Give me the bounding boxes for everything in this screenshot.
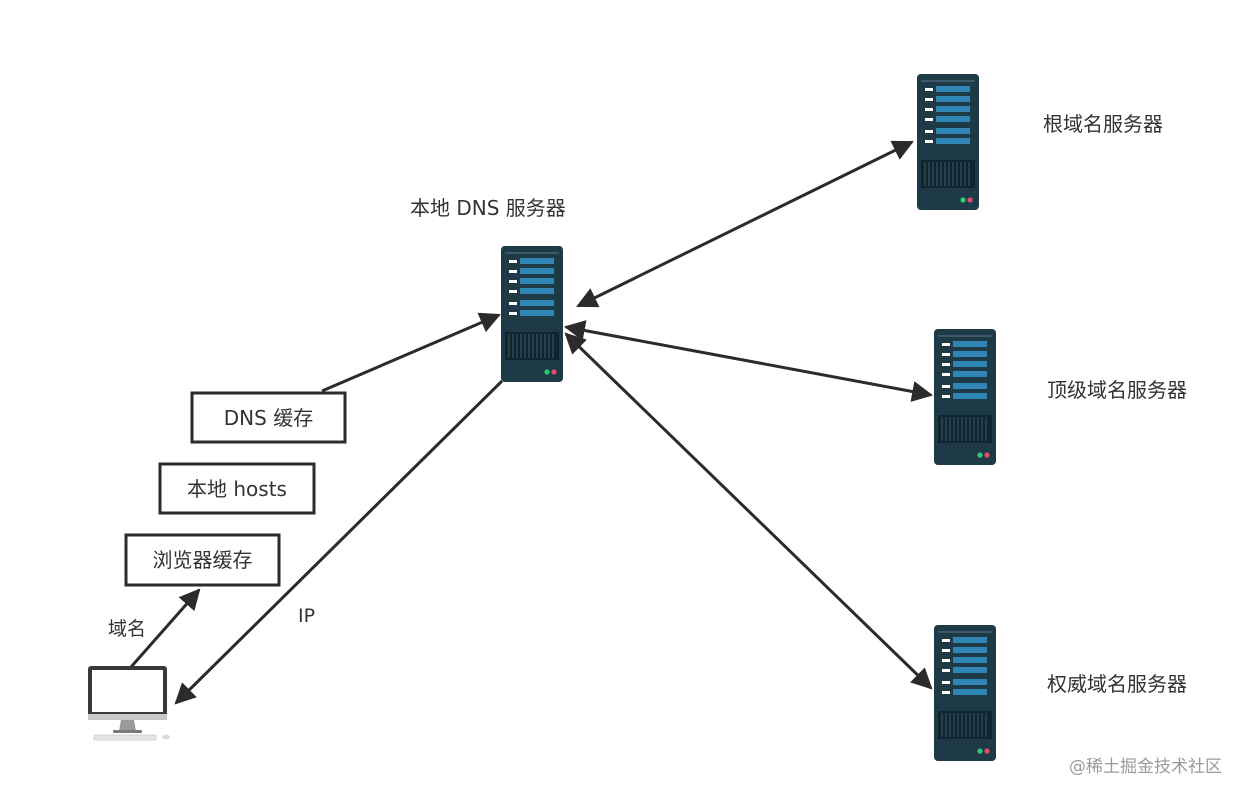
- auth-server-label: 权威域名服务器: [1047, 672, 1187, 696]
- arrow-local-dns-ip-to-computer: [174, 379, 504, 705]
- domain-label: 域名: [108, 618, 146, 640]
- watermark: @稀土掘金技术社区: [1069, 757, 1222, 777]
- arrow-local-dns-tld-bidirectional: [563, 320, 934, 402]
- auth-server-icon: [934, 625, 996, 761]
- arrow-local-dns-auth-bidirectional: [564, 332, 933, 690]
- arrow-computer-domain-to-browser-cache: [129, 588, 201, 668]
- local-hosts-label: 本地 hosts: [187, 477, 287, 501]
- dns-cache-label: DNS 缓存: [224, 406, 313, 430]
- tld-server-label: 顶级域名服务器: [1047, 378, 1187, 402]
- browser-cache-box: 浏览器缓存: [124, 533, 281, 587]
- local-hosts-box: 本地 hosts: [158, 462, 316, 515]
- local-dns-server-icon: [501, 246, 563, 382]
- browser-cache-label: 浏览器缓存: [153, 548, 253, 572]
- arrow-dns-cache-to-local-dns: [321, 312, 501, 393]
- local-dns-server-label: 本地 DNS 服务器: [410, 196, 566, 220]
- root-server-label: 根域名服务器: [1043, 112, 1163, 136]
- root-server-icon: [917, 74, 979, 210]
- ip-label: IP: [298, 605, 315, 627]
- arrow-local-dns-root-bidirectional: [576, 140, 914, 308]
- tld-server-icon: [934, 329, 996, 465]
- computer-icon: [88, 666, 170, 741]
- arrows: [129, 140, 934, 705]
- dns-cache-box: DNS 缓存: [190, 391, 347, 444]
